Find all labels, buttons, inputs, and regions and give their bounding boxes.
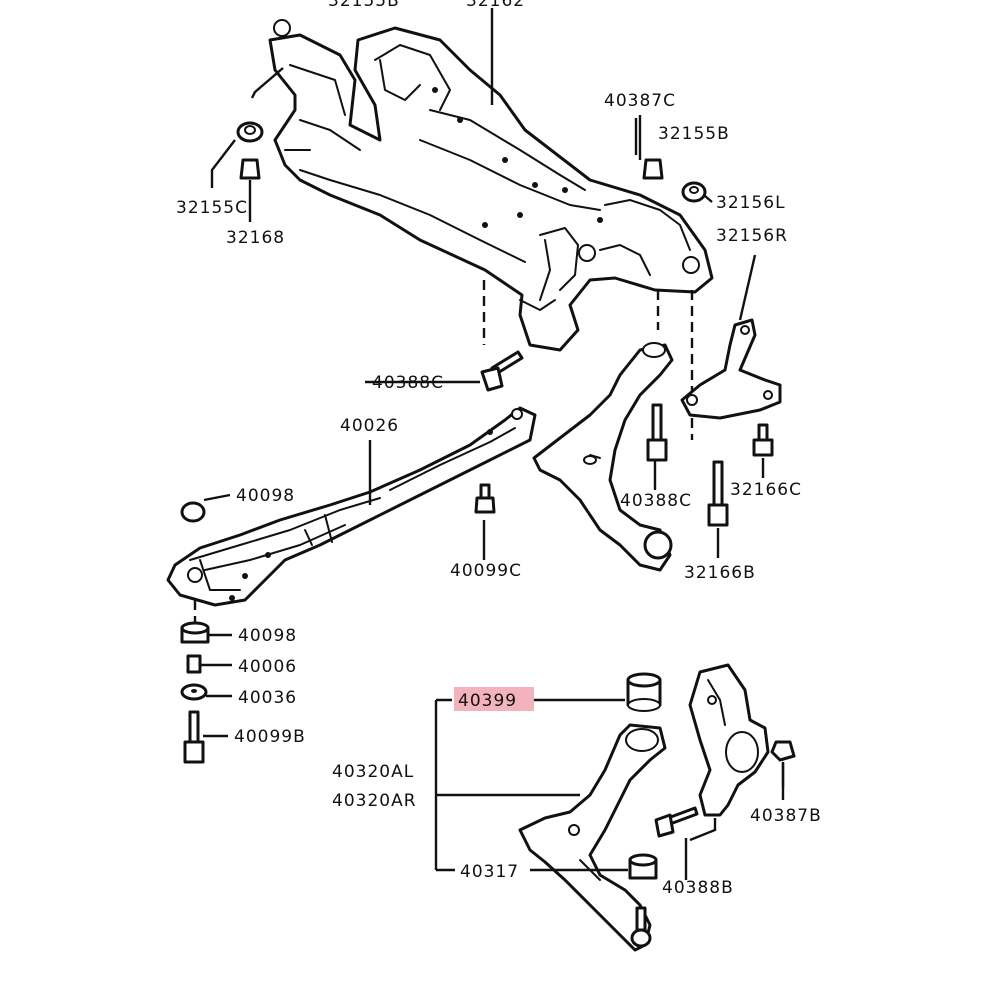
label-32166b: 32166B [684, 563, 756, 583]
label-40098-top: 40098 [236, 486, 295, 506]
label-40317: 40317 [460, 862, 519, 882]
steering-knuckle [688, 663, 770, 817]
bolt-32166b [707, 460, 729, 527]
torque-link [532, 342, 674, 572]
label-32166c: 32166C [730, 480, 802, 500]
label-32168: 32168 [226, 228, 285, 248]
label-32155c: 32155C [176, 198, 248, 218]
nut-40387b [770, 740, 796, 762]
highlight-40399 [454, 687, 534, 711]
label-40388c-left: 40388C [372, 373, 444, 393]
bushing-40399 [626, 672, 662, 712]
mount-40098-top [180, 493, 231, 523]
front-mount-bolt [638, 115, 757, 321]
label-40099b: 40099B [234, 727, 306, 747]
label-40320ar: 40320AR [332, 791, 417, 811]
label-40098: 40098 [238, 626, 297, 646]
crossmember [268, 19, 714, 352]
bolt-40388c [480, 350, 524, 392]
bolt-40388c-right [646, 403, 668, 462]
label-40387b: 40387B [750, 806, 822, 826]
label-40387c: 40387C [604, 91, 676, 111]
label-40099c: 40099C [450, 561, 522, 581]
bolt-32166c [752, 423, 774, 457]
label-32156r: 32156R [716, 226, 788, 246]
label-40388b: 40388B [662, 878, 734, 898]
label-40320al: 40320AL [332, 762, 414, 782]
label-32155b: 32155B [658, 124, 730, 144]
bushing-40317 [628, 853, 658, 880]
label-32162: 32162 [466, 0, 525, 11]
label-40036: 40036 [238, 688, 297, 708]
bolt-40388b [654, 806, 717, 842]
label-32155b-top: 32155B [328, 0, 400, 11]
label-40026: 40026 [340, 416, 399, 436]
label-40006: 40006 [238, 657, 297, 677]
label-40399: 40399 [458, 691, 517, 711]
label-40388c-right: 40388C [620, 491, 692, 511]
rear-member [166, 406, 537, 607]
label-32156l: 32156L [716, 193, 786, 213]
callout-labels: 32155B 32162 40387C 32155B 32156L 32156R… [176, 0, 822, 898]
lower-control-arm [518, 723, 667, 952]
mount-stack-bottom [180, 621, 210, 764]
bracket-32156r [680, 318, 782, 420]
rear-mount-bushing [210, 67, 284, 222]
bolt-40099c [474, 483, 496, 514]
